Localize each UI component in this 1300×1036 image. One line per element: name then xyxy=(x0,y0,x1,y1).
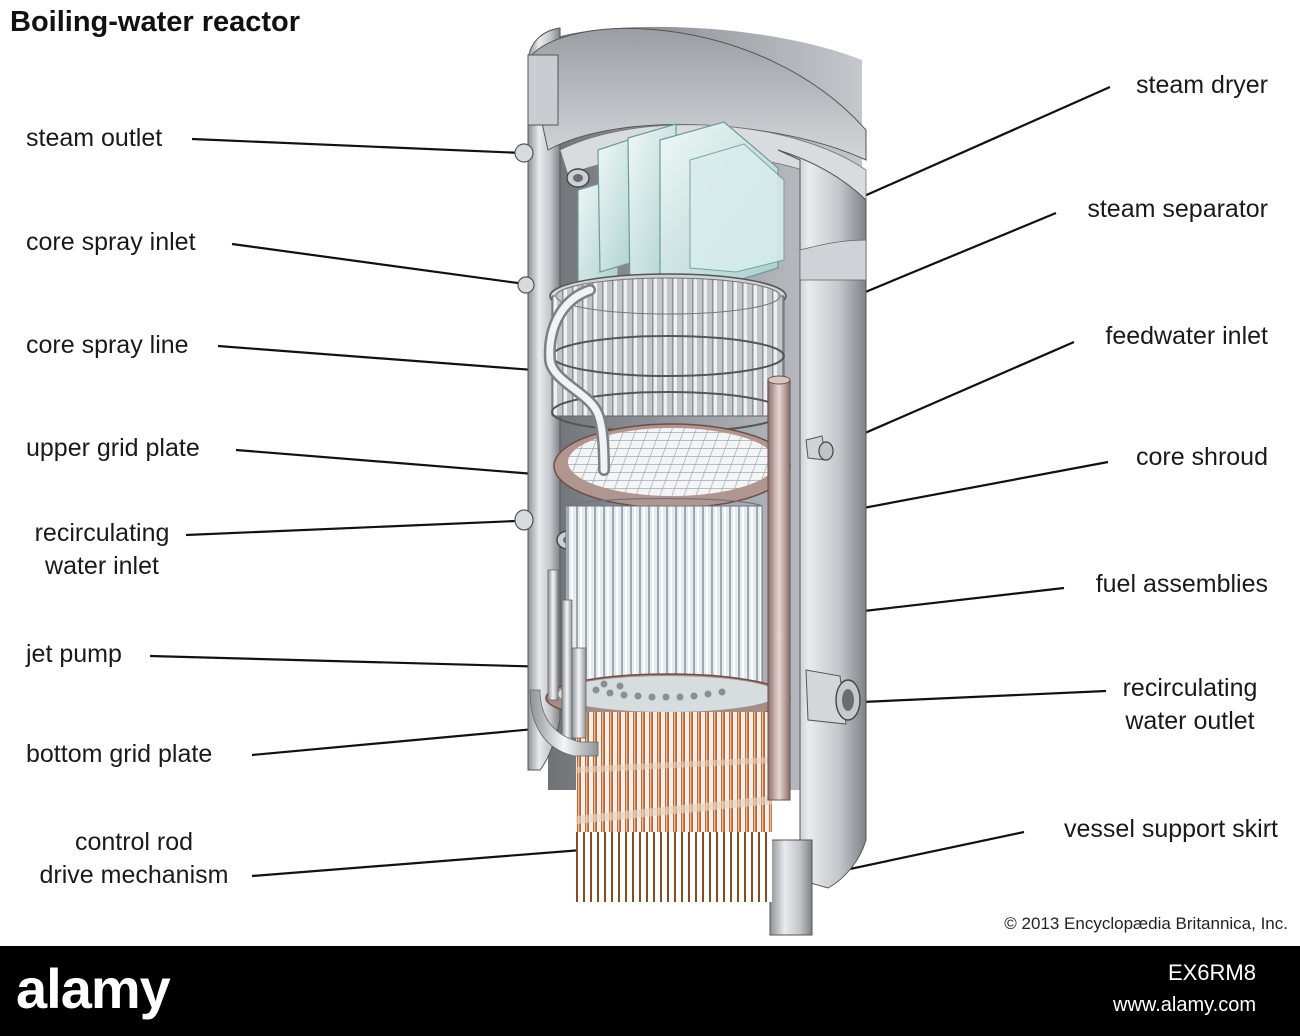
bottom-grid-plate xyxy=(545,673,791,723)
leader-feedwater-inlet xyxy=(825,340,1075,452)
control-rod-drive-mechanism xyxy=(575,712,773,902)
label-fuel-assemblies: fuel assemblies xyxy=(1095,570,1268,598)
site-url: www.alamy.com xyxy=(1113,994,1256,1016)
leader-control-rod-drive-mechanism xyxy=(251,848,583,878)
label-vessel-support-skirt: vessel support skirt xyxy=(1064,815,1278,843)
label-steam-separator: steam separator xyxy=(1087,195,1268,223)
leader-steam-outlet xyxy=(191,137,523,155)
nozzles xyxy=(514,143,861,725)
leader-core-spray-line xyxy=(217,344,561,374)
core-spray-line xyxy=(543,284,610,476)
steam-dryer xyxy=(577,121,785,297)
stock-image-id: EX6RM8 xyxy=(1167,960,1256,985)
label-recirculating-water-outlet: recirculating water outlet xyxy=(1122,674,1258,735)
label-recirculating-water-inlet: recirculating water inlet xyxy=(34,519,170,580)
label-bottom-grid-plate: bottom grid plate xyxy=(26,740,213,768)
watermark-footer: alamy EX6RM8 www.alamy.com xyxy=(0,946,1300,1036)
fuel-assemblies xyxy=(565,497,763,687)
label-core-shroud: core shroud xyxy=(1135,443,1268,471)
core-shroud xyxy=(767,375,791,801)
label-feedwater-inlet: feedwater inlet xyxy=(1105,322,1268,350)
diagram-title: Boiling-water reactor xyxy=(10,6,301,38)
jet-pump xyxy=(529,569,599,757)
label-upper-grid-plate: upper grid plate xyxy=(26,434,200,462)
label-core-spray-line: core spray line xyxy=(26,331,189,359)
label-steam-dryer: steam dryer xyxy=(1136,71,1268,99)
copyright-notice: © 2013 Encyclopædia Britannica, Inc. xyxy=(1004,914,1288,933)
leader-recirculating-water-outlet xyxy=(861,689,1107,704)
label-jet-pump: jet pump xyxy=(26,640,122,668)
upper-grid-plate xyxy=(553,423,791,509)
leader-jet-pump xyxy=(149,654,553,669)
label-control-rod-drive-mechanism: control rod drive mechanism xyxy=(39,828,229,889)
label-core-spray-inlet: core spray inlet xyxy=(26,228,196,256)
alamy-logo: alamy xyxy=(16,957,171,1020)
label-steam-outlet: steam outlet xyxy=(26,124,163,152)
leader-recirculating-water-inlet xyxy=(185,519,517,537)
reactor-illustration xyxy=(149,26,1111,936)
leader-core-spray-inlet xyxy=(231,242,526,286)
leader-upper-grid-plate xyxy=(235,448,573,479)
